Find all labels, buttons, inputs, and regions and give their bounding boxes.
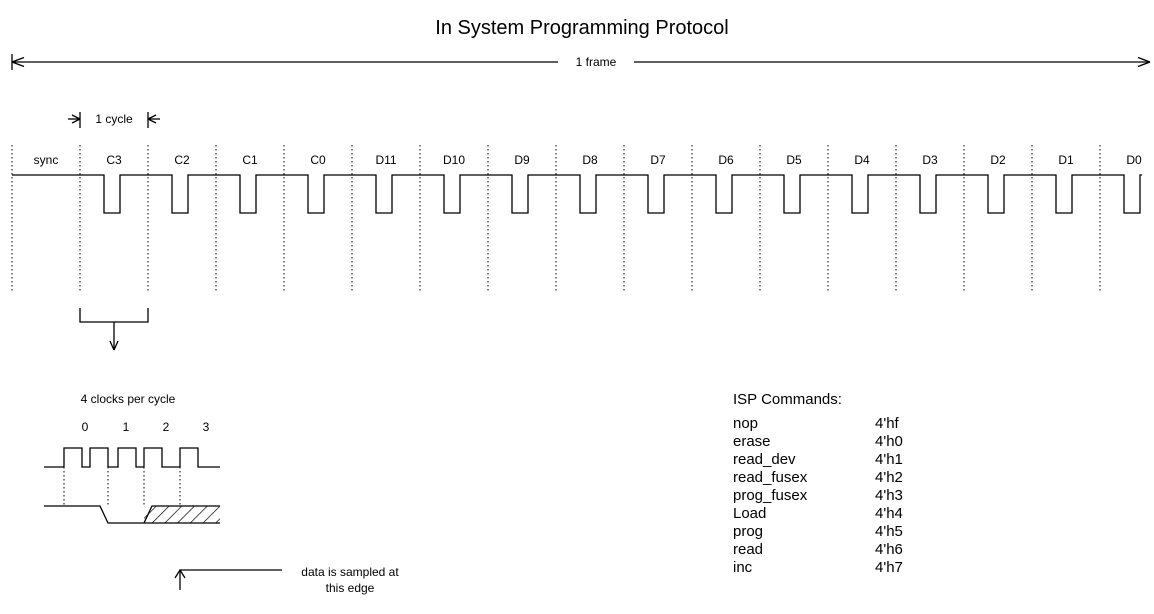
- command-code: 4'hf: [875, 415, 900, 432]
- cycle-label-d6: D6: [718, 153, 734, 167]
- command-code: 4'h6: [875, 541, 903, 558]
- detail-heading: 4 clocks per cycle: [81, 392, 176, 406]
- cycle-label-d1: D1: [1058, 153, 1074, 167]
- command-code: 4'h7: [875, 559, 903, 576]
- cycle-label-d4: D4: [854, 153, 870, 167]
- cycle-labels: sync C3 C2 C1 C0 D11 D10 D9 D8 D7 D6 D5 D4 D3 D2 D1 D0: [34, 153, 1142, 167]
- cycle-label-d5: D5: [786, 153, 802, 167]
- command-row-load: Load 4'h4: [733, 505, 903, 522]
- commands-table: nop 4'hf erase 4'h0 read_dev 4'h1 read_fusex 4'…: [733, 415, 903, 576]
- frame-label: 1 frame: [576, 55, 617, 69]
- isp-signal-waveform: [12, 174, 1142, 214]
- frame-arrowhead-right-icon: [1137, 56, 1151, 68]
- command-name: read_dev: [733, 451, 796, 468]
- command-code: 4'h4: [875, 505, 903, 522]
- clock-waveform: [44, 447, 220, 468]
- cycle-label-d9: D9: [514, 153, 530, 167]
- clock-number-1: 1: [123, 420, 130, 434]
- command-row-read_dev: read_dev 4'h1: [733, 451, 903, 468]
- command-row-erase: erase 4'h0: [733, 433, 903, 450]
- command-name: erase: [733, 433, 771, 450]
- sample-note-line1: data is sampled at: [301, 565, 399, 579]
- command-code: 4'h2: [875, 469, 903, 486]
- cycle-label-sync: sync: [34, 153, 59, 167]
- clock-number-0: 0: [82, 420, 89, 434]
- cycle-arrowhead-right-icon: [71, 114, 81, 124]
- command-code: 4'h5: [875, 523, 903, 540]
- command-code: 4'h3: [875, 487, 903, 504]
- data-valid-hatch: [144, 506, 220, 523]
- sample-arrowhead-up-icon: [174, 569, 186, 579]
- command-name: prog: [733, 523, 763, 540]
- clock-detail: [44, 447, 220, 524]
- diagram-title: In System Programming Protocol: [435, 17, 728, 39]
- cycle-label-c3: C3: [106, 153, 122, 167]
- clock-number-2: 2: [163, 420, 170, 434]
- cycle-label: 1 cycle: [95, 112, 133, 126]
- cycle-label-d0: D0: [1126, 153, 1142, 167]
- cycle-label-d11: D11: [375, 153, 396, 167]
- cycle-label-d8: D8: [582, 153, 598, 167]
- command-name: inc: [733, 559, 753, 576]
- cycle-label-c0: C0: [310, 153, 326, 167]
- cycle-label-d3: D3: [922, 153, 938, 167]
- cycle-dividers: [11, 145, 1101, 292]
- command-row-nop: nop 4'hf: [733, 415, 900, 432]
- command-name: Load: [733, 505, 766, 522]
- command-row-read_fusex: read_fusex 4'h2: [733, 469, 903, 486]
- command-row-read: read 4'h6: [733, 541, 903, 558]
- command-row-inc: inc 4'h7: [733, 559, 903, 576]
- cycle-label-c2: C2: [174, 153, 190, 167]
- clock-number-3: 3: [203, 420, 210, 434]
- sample-note-line2: this edge: [326, 581, 375, 595]
- cycle-arrowhead-left-icon: [147, 114, 157, 124]
- command-row-prog_fusex: prog_fusex 4'h3: [733, 487, 903, 504]
- cycle-label-d10: D10: [443, 153, 465, 167]
- command-name: read_fusex: [733, 469, 808, 486]
- sample-edge-pointer: [174, 569, 282, 590]
- cycle-label-d2: D2: [990, 153, 1006, 167]
- command-code: 4'h0: [875, 433, 903, 450]
- zoom-bracket: [79, 308, 149, 351]
- cycle-label-d7: D7: [650, 153, 666, 167]
- data-waveform: [44, 505, 220, 524]
- frame-arrowhead-left-icon: [11, 56, 25, 68]
- cycle-span-marker: [68, 112, 160, 128]
- commands-heading: ISP Commands:: [733, 391, 842, 408]
- command-name: prog_fusex: [733, 487, 808, 504]
- command-row-prog: prog 4'h5: [733, 523, 903, 540]
- zoom-arrowhead-down-icon: [109, 340, 119, 351]
- command-name: nop: [733, 415, 758, 432]
- clock-numbers: 0 1 2 3: [82, 420, 210, 434]
- cycle-label-c1: C1: [242, 153, 258, 167]
- command-name: read: [733, 541, 763, 558]
- command-code: 4'h1: [875, 451, 903, 468]
- frame-span-arrow: [11, 54, 1151, 70]
